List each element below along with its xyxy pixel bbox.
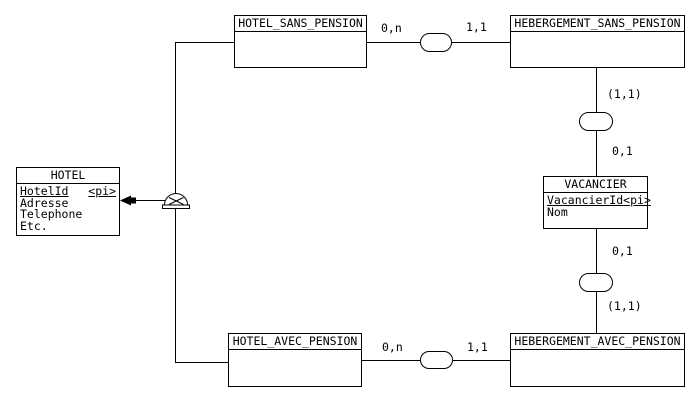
entity-hebergement-sans-pension[interactable]: HEBERGEMENT_SANS_PENSION <box>510 15 685 68</box>
entity-hotel-avec-pension-title: HOTEL_AVEC_PENSION <box>229 334 361 350</box>
entity-hotel-sans-pension[interactable]: HOTEL_SANS_PENSION <box>234 15 367 68</box>
relationship-right-lower[interactable] <box>579 273 613 292</box>
entity-hotel-sans-pension-title: HOTEL_SANS_PENSION <box>235 16 366 32</box>
cardinality-top-right: 1,1 <box>466 20 487 34</box>
cardinality-bottom-left: 0,n <box>382 340 403 354</box>
cardinality-upper-chain-top: (1,1) <box>607 87 642 101</box>
cardinality-top-left: 0,n <box>381 21 402 35</box>
primary-identifier-tag: <pi> <box>88 184 116 198</box>
entity-hotel-attributes: HotelId <pi> Adresse Telephone Etc. <box>17 184 119 234</box>
entity-hebergement-avec-pension-title: HEBERGEMENT_AVEC_PENSION <box>511 334 684 350</box>
cardinality-upper-chain-bottom: 0,1 <box>612 144 633 158</box>
attribute-name: Etc. <box>20 218 48 233</box>
attribute-row: Nom <box>547 204 644 219</box>
attribute-row: HotelId <pi> <box>20 184 116 198</box>
entity-vacancier[interactable]: VACANCIER VacancierId <pi> Nom <box>543 176 651 229</box>
inheritance-arrow-stem <box>131 197 136 204</box>
entity-hotel[interactable]: HOTEL HotelId <pi> Adresse Telephone Etc… <box>16 167 120 236</box>
attribute-name: Adresse <box>20 195 69 210</box>
attribute-row: VacancierId <pi> <box>547 193 651 207</box>
attribute-name: Nom <box>547 204 568 219</box>
cardinality-lower-chain-bottom: (1,1) <box>607 299 642 313</box>
entity-hotel-title: HOTEL <box>17 168 119 184</box>
attribute-row: Telephone <box>20 207 116 221</box>
inheritance-x-glyph <box>168 197 184 205</box>
entity-vacancier-title: VACANCIER <box>544 177 647 193</box>
entity-hotel-avec-pension[interactable]: HOTEL_AVEC_PENSION <box>228 333 362 387</box>
entity-vacancier-attributes: VacancierId <pi> Nom <box>544 193 651 220</box>
entity-hebergement-avec-pension[interactable]: HEBERGEMENT_AVEC_PENSION <box>510 333 685 387</box>
attribute-name: Telephone <box>20 207 83 221</box>
attribute-row: Adresse <box>20 195 116 210</box>
relationship-bottom[interactable] <box>420 351 453 369</box>
relationship-right-upper[interactable] <box>579 112 613 131</box>
inheritance-symbol[interactable] <box>162 193 190 209</box>
cardinality-bottom-right: 1,1 <box>467 340 488 354</box>
attribute-name: HotelId <box>20 184 69 198</box>
cardinality-lower-chain-top: 0,1 <box>612 244 633 258</box>
primary-identifier-tag: <pi> <box>623 193 651 207</box>
relationship-top[interactable] <box>420 33 452 52</box>
attribute-row: Etc. <box>20 218 116 233</box>
inheritance-arrow-head <box>120 195 131 206</box>
attribute-name: VacancierId <box>547 193 624 207</box>
entity-hebergement-sans-pension-title: HEBERGEMENT_SANS_PENSION <box>511 16 684 32</box>
